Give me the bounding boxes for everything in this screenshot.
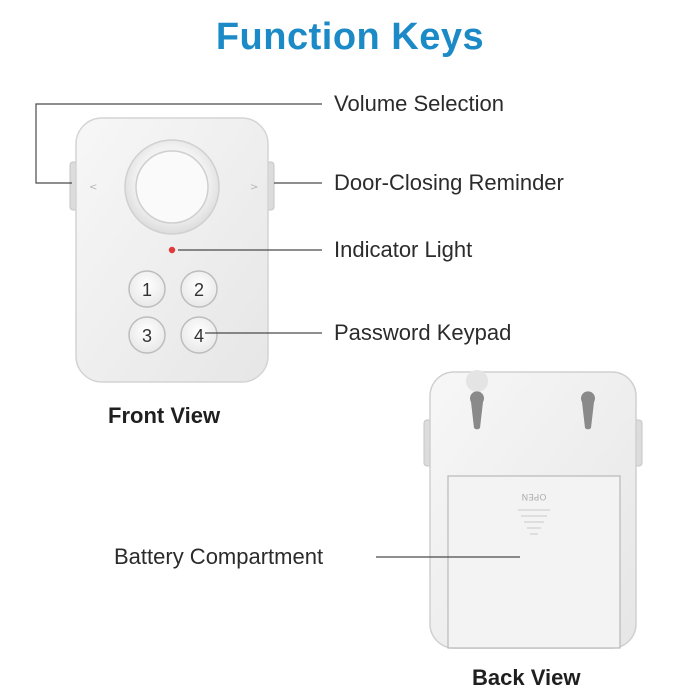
battery-compartment <box>447 475 621 649</box>
mount-hole-right-icon <box>580 391 596 430</box>
key-3 <box>128 316 166 354</box>
key-1 <box>128 270 166 308</box>
caption-back-view: Back View <box>472 665 581 690</box>
lid-grip-icon <box>518 509 550 535</box>
label-door-closing-reminder: Door-Closing Reminder <box>334 170 564 195</box>
page-title: Function Keys <box>215 16 485 58</box>
label-volume-selection: Volume Selection <box>334 91 504 116</box>
password-keypad: 1 2 3 4 <box>128 270 218 354</box>
label-battery-compartment: Battery Compartment <box>114 544 324 569</box>
key-3-label: 3 <box>142 326 152 346</box>
key-1-label: 1 <box>142 280 152 300</box>
key-2-label: 2 <box>194 280 204 300</box>
key-4 <box>180 316 218 354</box>
svg-text:<: < <box>89 182 97 193</box>
mount-hole-left-icon <box>466 370 489 430</box>
key-2 <box>180 270 218 308</box>
label-password-keypad: Password Keypad <box>334 320 512 345</box>
leader-lines-front <box>35 103 322 334</box>
caption-front-view: Front View <box>108 403 221 428</box>
leader-volume <box>35 103 322 184</box>
svg-text:>: > <box>250 182 258 193</box>
indicator-light <box>168 246 176 254</box>
key-4-label: 4 <box>194 326 204 346</box>
lid-open-mark: OPEN <box>522 491 547 501</box>
back-device: OPEN <box>423 370 643 649</box>
label-indicator-light: Indicator Light <box>334 237 473 262</box>
